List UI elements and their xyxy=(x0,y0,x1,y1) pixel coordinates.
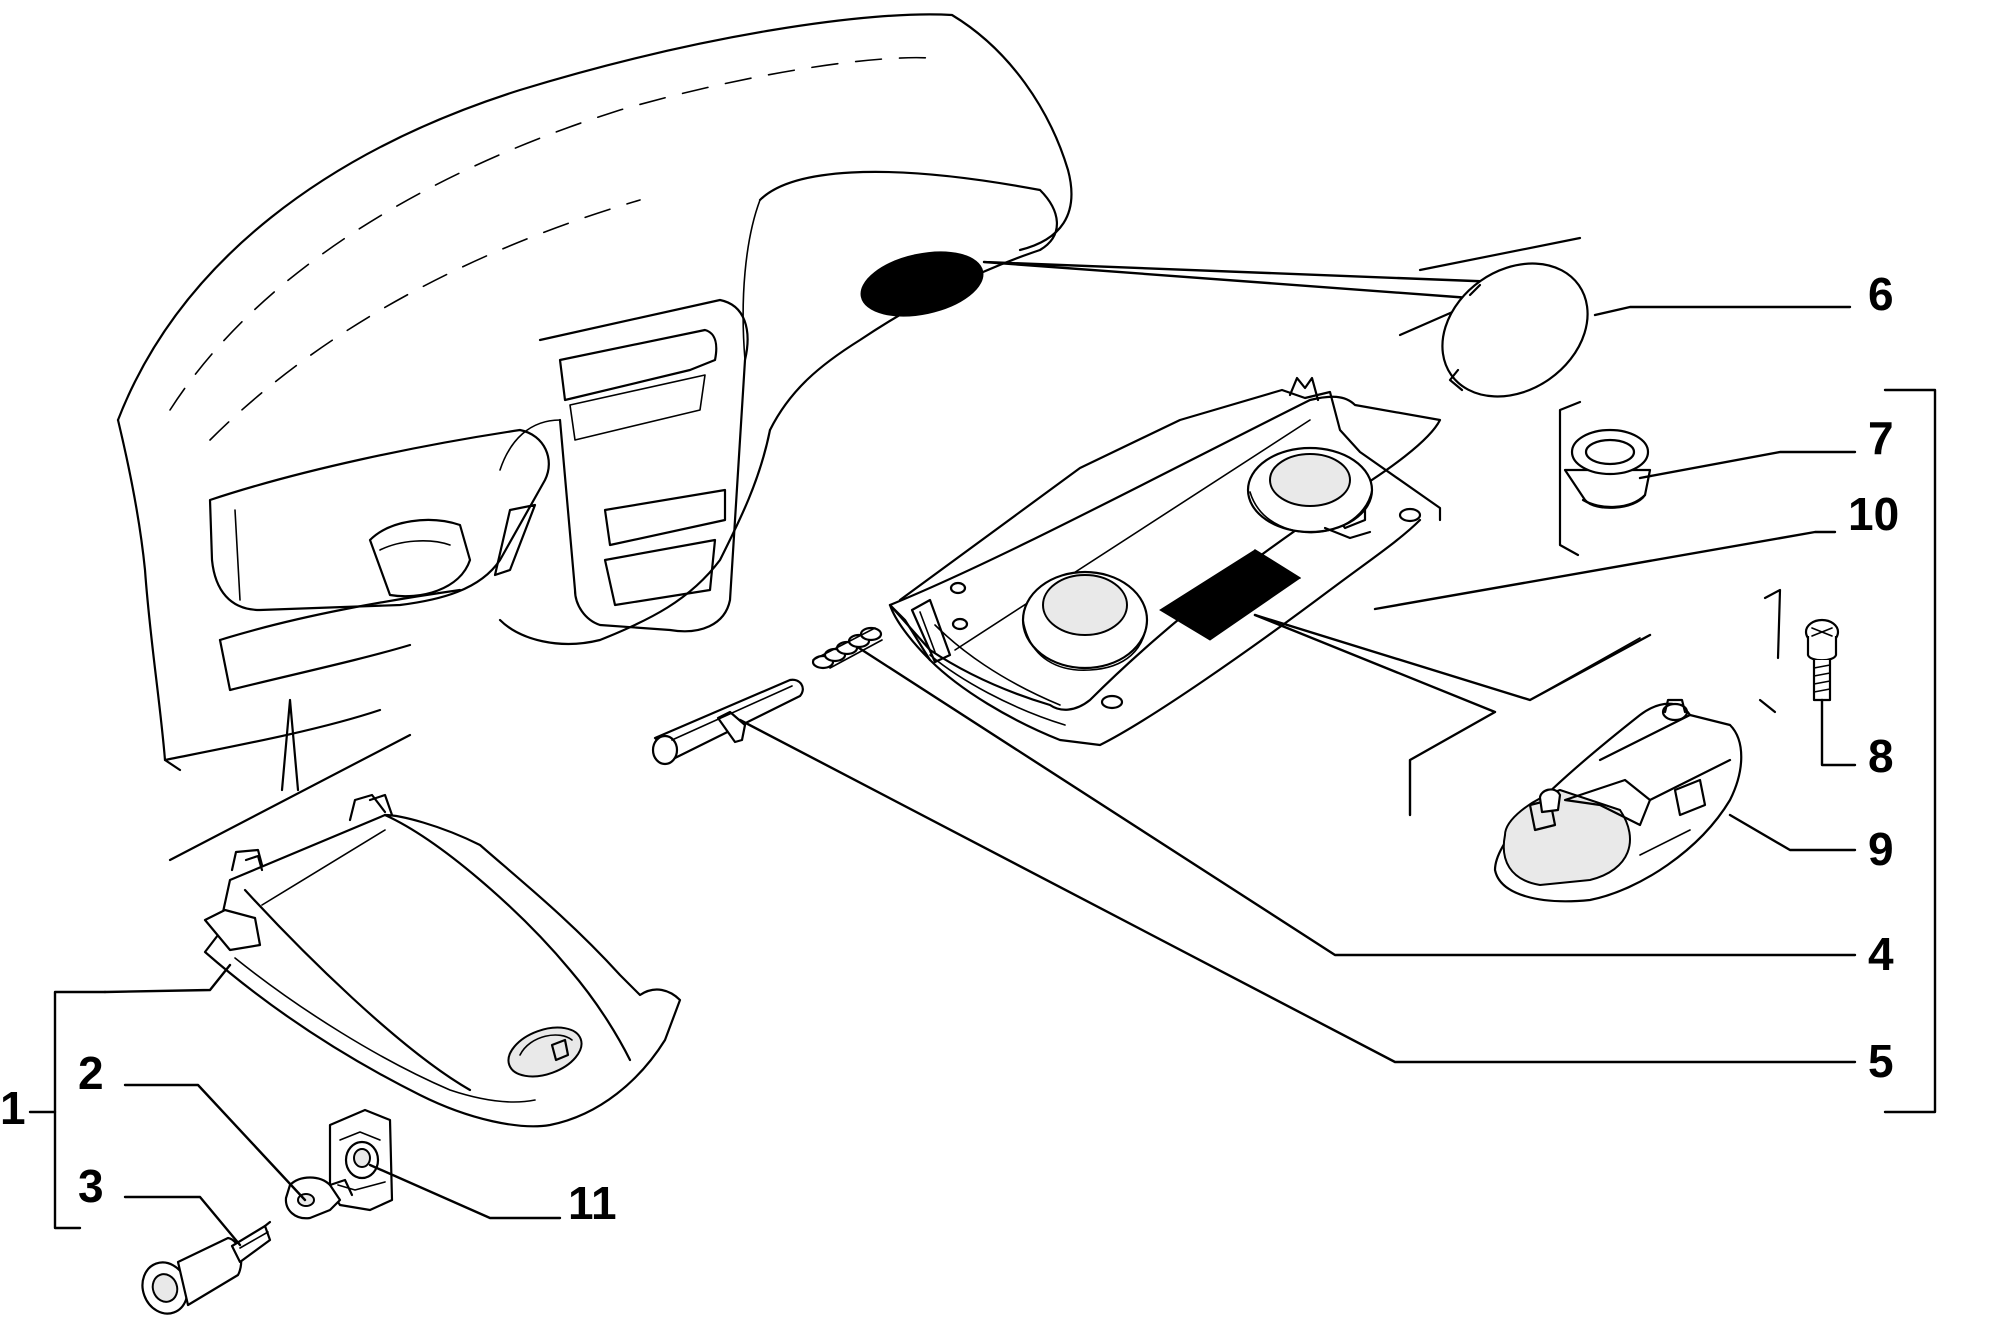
callout-10: 10 xyxy=(1848,488,1899,540)
part-2-clip xyxy=(284,1176,354,1220)
part-5-latch-pin xyxy=(651,678,804,766)
dashboard-outline xyxy=(116,13,1073,772)
leader-lines xyxy=(28,305,1937,1247)
part-11-lock-bracket xyxy=(328,1108,394,1212)
part-8-screw xyxy=(1804,618,1840,702)
callout-2: 2 xyxy=(78,1047,104,1099)
callout-4: 4 xyxy=(1868,928,1894,980)
projection-line-grille xyxy=(982,260,1502,300)
part-6-speaker-grille xyxy=(1441,262,1589,398)
callout-1: 1 xyxy=(0,1082,26,1134)
part-7-grommet xyxy=(1563,428,1652,509)
callout-6: 6 xyxy=(1868,268,1894,320)
callout-5: 5 xyxy=(1868,1035,1894,1087)
part-10-glovebox-housing xyxy=(888,376,1442,747)
callout-11: 11 xyxy=(568,1177,617,1229)
callout-3: 3 xyxy=(78,1160,104,1212)
part-1-glovebox-lid xyxy=(203,793,682,1128)
part-3-lock-cylinder xyxy=(141,1220,272,1315)
callout-8: 8 xyxy=(1868,730,1894,782)
part-9-latch-assembly xyxy=(1493,698,1743,903)
callout-7: 7 xyxy=(1868,412,1894,464)
callout-9: 9 xyxy=(1868,823,1894,875)
part-4-spring xyxy=(811,626,883,670)
dashboard-speaker-opening xyxy=(860,251,984,317)
